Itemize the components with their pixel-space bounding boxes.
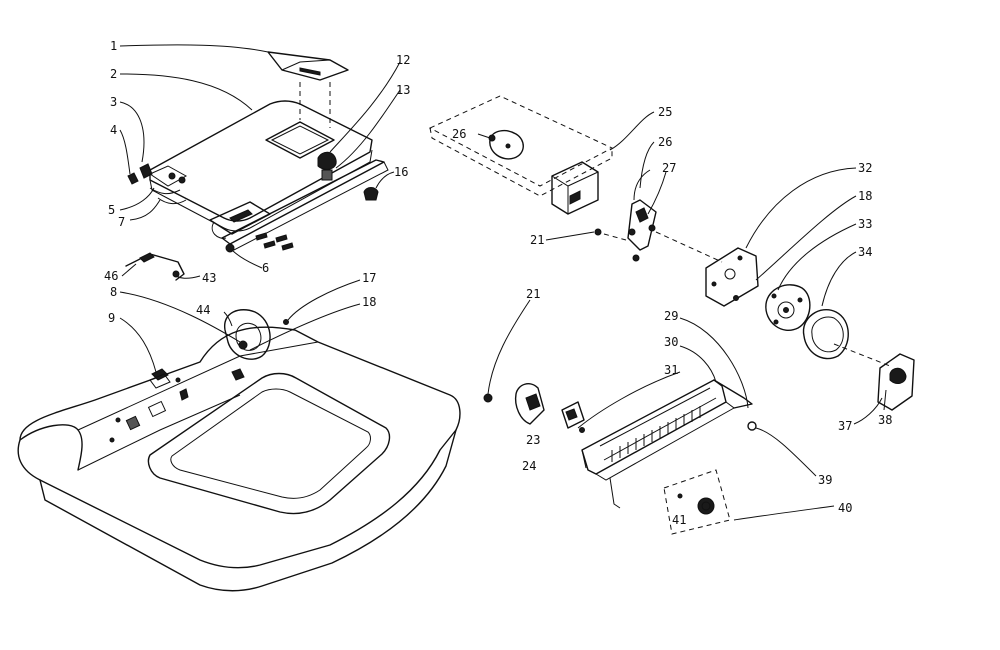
callout-1: 1: [110, 39, 117, 53]
callout-25: 25: [658, 105, 672, 119]
callout-38: 38: [878, 413, 892, 427]
callout-7: 7: [118, 215, 125, 229]
callout-4: 4: [110, 123, 117, 137]
callout-23: 23: [526, 433, 540, 447]
callout-44: 44: [196, 303, 210, 317]
callout-17: 17: [362, 271, 376, 285]
panel-slots: [611, 406, 701, 462]
callout-2: 2: [110, 67, 117, 81]
callout-18a: 18: [362, 295, 376, 309]
callout-13: 13: [396, 83, 410, 97]
lid-assembly: [125, 51, 389, 281]
timer-assembly: [428, 95, 723, 263]
callout-39: 39: [818, 473, 832, 487]
callout-34: 34: [858, 245, 872, 259]
callout-3: 3: [110, 95, 117, 109]
callout-46: 46: [104, 269, 118, 283]
callout-21a: 21: [530, 233, 544, 247]
callout-29: 29: [664, 309, 678, 323]
callout-6: 6: [262, 261, 269, 275]
callout-16: 16: [394, 165, 408, 179]
drive-assembly: [705, 247, 915, 411]
callout-30: 30: [664, 335, 678, 349]
callout-9: 9: [108, 311, 115, 325]
callout-26a: 26: [452, 127, 466, 141]
callout-18b: 18: [858, 189, 872, 203]
callout-27: 27: [662, 161, 676, 175]
callout-33: 33: [858, 217, 872, 231]
callout-32: 32: [858, 161, 872, 175]
callout-40: 40: [838, 501, 852, 515]
callout-21b: 21: [526, 287, 540, 301]
callout-12: 12: [396, 53, 410, 67]
callout-31: 31: [664, 363, 678, 377]
callout-24: 24: [522, 459, 536, 473]
washer-top-cabinet: [17, 309, 461, 592]
callout-43: 43: [202, 271, 216, 285]
callout-26b: 26: [658, 135, 672, 149]
callout-5: 5: [108, 203, 115, 217]
callout-labels: 1 2 3 4 5 7 12 13 16 6 46 43 8 44 17 18 …: [104, 39, 892, 527]
callout-37: 37: [838, 419, 852, 433]
callout-8: 8: [110, 285, 117, 299]
callout-41: 41: [672, 513, 686, 527]
control-panel-assembly: [483, 379, 757, 535]
leader-lines: [119, 44, 887, 521]
